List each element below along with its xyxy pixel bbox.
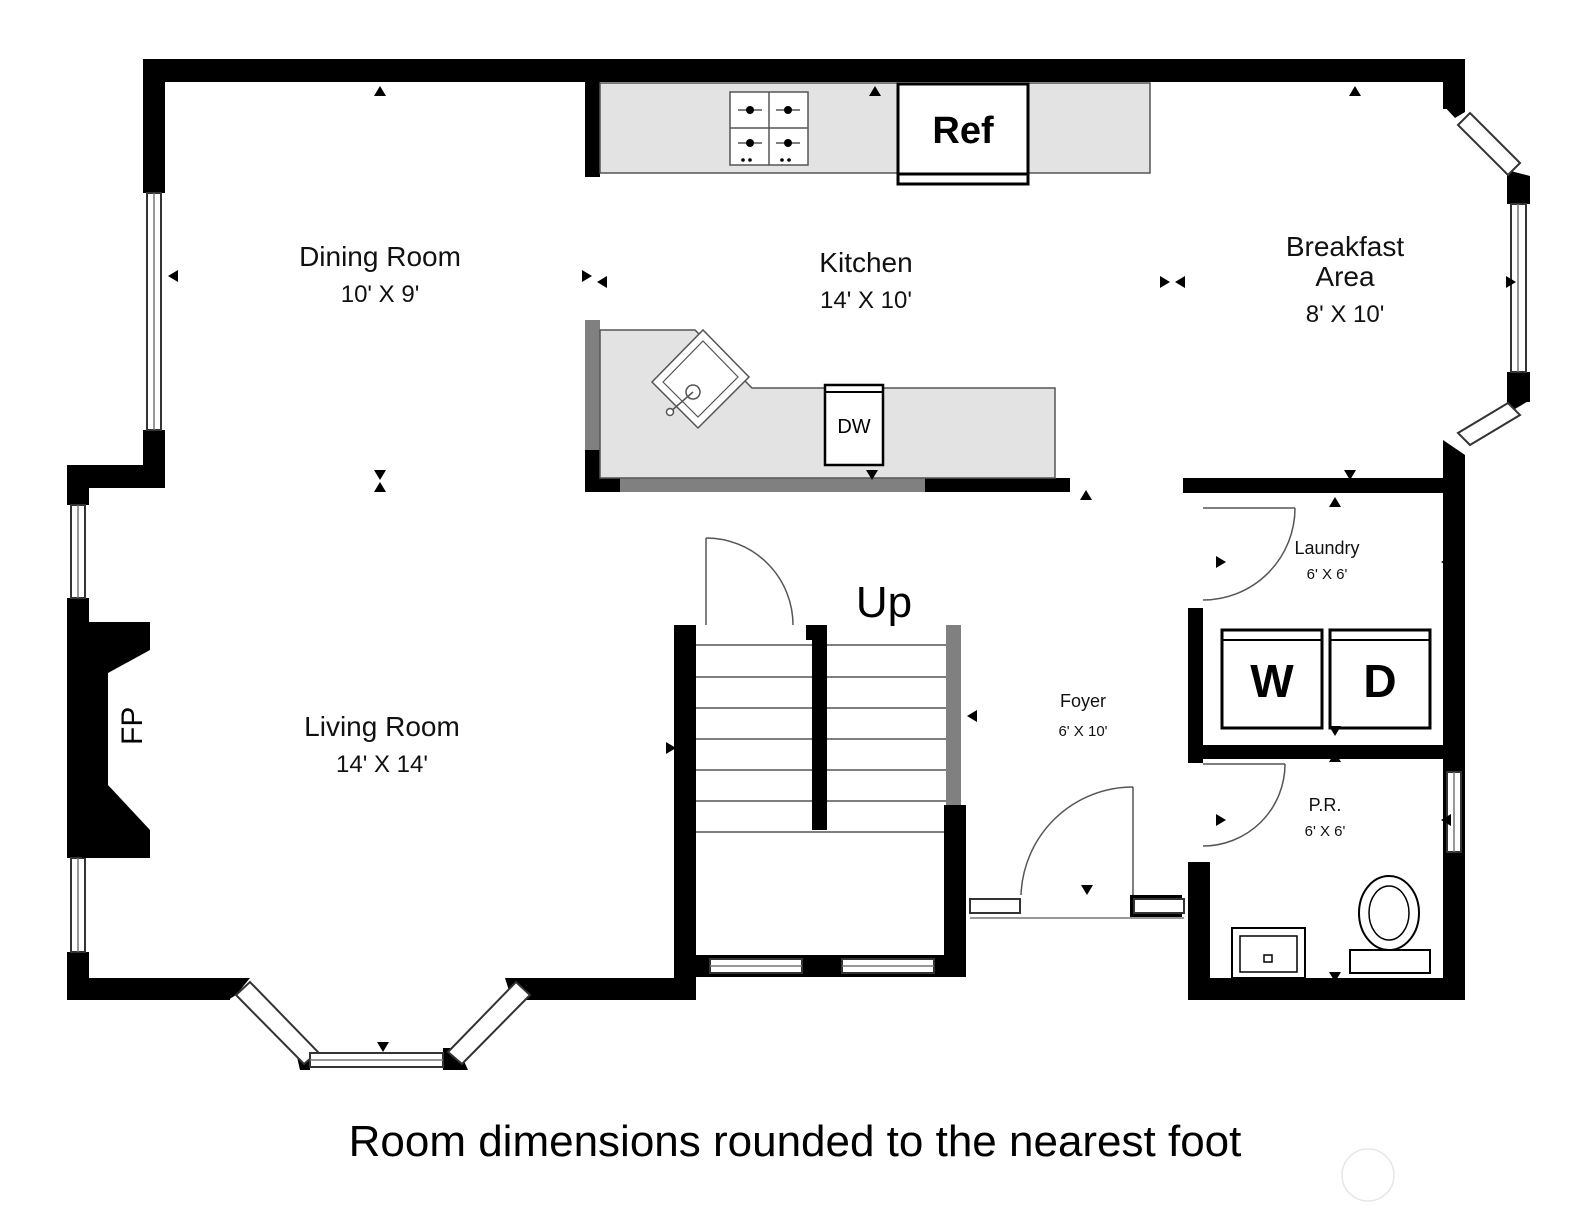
interior-walls xyxy=(585,82,1465,882)
foyer-name: Foyer xyxy=(1060,691,1106,711)
dining-room-dims: 10' X 9' xyxy=(341,281,420,308)
washer-label: W xyxy=(1250,655,1294,707)
foyer-dims: 6' X 10' xyxy=(1058,723,1107,740)
kitchen-name: Kitchen xyxy=(819,247,912,278)
cooktop-icon xyxy=(729,91,809,166)
washer: W xyxy=(1220,628,1324,730)
kitchen-dims: 14' X 10' xyxy=(820,287,912,314)
refrigerator: Ref xyxy=(896,82,1030,186)
toilet-icon xyxy=(1349,875,1431,974)
living-room-dims: 14' X 14' xyxy=(336,751,428,778)
caption: Room dimensions rounded to the nearest f… xyxy=(349,1117,1242,1166)
powder-room-dims: 6' X 6' xyxy=(1305,823,1346,840)
room-kitchen: Kitchen 14' X 10' xyxy=(819,247,912,314)
watermark-circle-icon xyxy=(1341,1148,1395,1202)
vanity-sink-icon xyxy=(1231,927,1306,979)
room-foyer: Foyer 6' X 10' xyxy=(1058,691,1107,740)
dryer: D xyxy=(1328,628,1432,730)
room-dining: Dining Room 10' X 9' xyxy=(299,241,461,308)
dryer-label: D xyxy=(1363,655,1396,707)
dishwasher: DW xyxy=(823,383,885,467)
laundry-dims: 6' X 6' xyxy=(1307,566,1348,583)
powder-room-name: P.R. xyxy=(1309,795,1342,815)
dimension-markers xyxy=(168,86,1516,1052)
exterior-walls xyxy=(67,59,1530,1070)
windows xyxy=(70,111,1527,1068)
room-breakfast: Breakfast Area 8' X 10' xyxy=(1286,231,1404,328)
doors xyxy=(705,507,1296,896)
room-powder: P.R. 6' X 6' xyxy=(1305,795,1346,840)
sink-icon xyxy=(650,328,751,430)
breakfast-dims: 8' X 10' xyxy=(1306,301,1385,328)
refrigerator-label: Ref xyxy=(932,110,994,152)
living-room-name: Living Room xyxy=(304,711,460,742)
dining-room-name: Dining Room xyxy=(299,241,461,272)
fireplace-label: FP xyxy=(116,707,149,745)
laundry-name: Laundry xyxy=(1294,538,1359,558)
dishwasher-label: DW xyxy=(837,416,870,438)
room-living: Living Room 14' X 14' xyxy=(304,711,460,778)
breakfast-name-line1: Breakfast xyxy=(1286,231,1404,262)
fireplace: FP xyxy=(82,598,150,858)
room-laundry: Laundry 6' X 6' xyxy=(1294,538,1359,583)
stairs: Up xyxy=(696,578,946,833)
breakfast-name-line2: Area xyxy=(1315,261,1375,292)
stairs-up-label: Up xyxy=(856,578,912,627)
